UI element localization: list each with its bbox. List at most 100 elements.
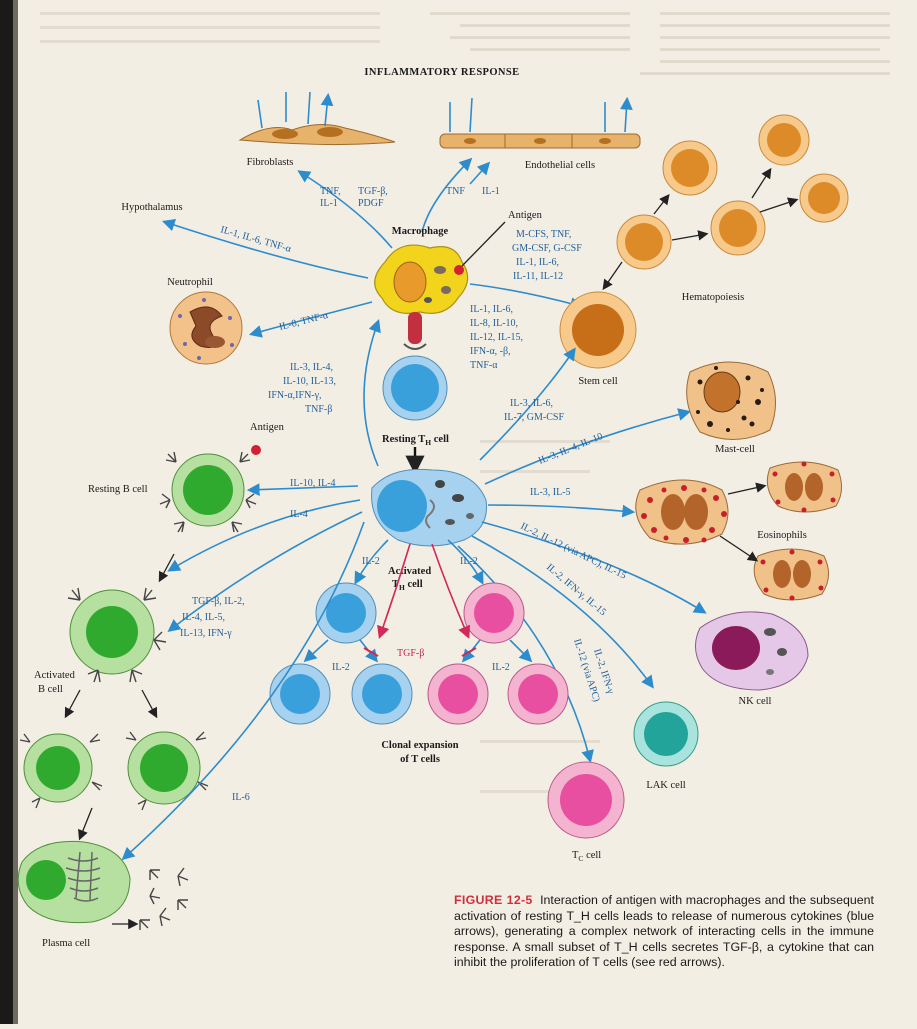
arrow-to-tc	[457, 545, 594, 764]
cytokine-bact-3: IL-13, IFN-γ	[180, 628, 232, 639]
tc-cell-label: TC cell	[572, 850, 601, 863]
cytokine-il11-il12: IL-11, IL-12	[513, 271, 563, 282]
clonal-pink-lower-2	[507, 663, 569, 725]
caption-text: Interaction of antigen with macrophages …	[454, 893, 874, 970]
tgf-block-right	[461, 647, 477, 657]
neutrophil-cell	[169, 291, 243, 365]
arrow-il4	[167, 499, 361, 572]
tgf-arrow-left	[377, 543, 411, 640]
activated-b-label-1: Activated	[34, 670, 76, 681]
cytokine-neutrophil: IL-8, TNF-α	[278, 310, 330, 333]
nk-cell	[695, 611, 809, 691]
stem-cell-label: Stem cell	[578, 376, 617, 387]
hematopoiesis-cells	[602, 114, 849, 291]
cytokine-th-4: TNF-β	[305, 404, 332, 415]
arrow-to-eosinophils	[487, 504, 636, 518]
arrow-to-lak	[471, 535, 654, 689]
bleed-through-text	[40, 12, 890, 793]
cytokine-b-rest: IL-10, IL-4	[290, 478, 336, 489]
cytokine-nk: IL-2, IL-12 (via APC), IL-15	[519, 521, 628, 582]
macrophage-cell	[374, 244, 469, 314]
clonal-label-2: of T cells	[400, 754, 440, 765]
arrow-clonal-1	[303, 639, 329, 663]
cytokine-il1-il6: IL-1, IL-6,	[516, 257, 559, 268]
cytokine-pdgf: PDGF	[358, 198, 384, 209]
b-activation-arrow	[158, 553, 175, 583]
arrow-to-activated-b	[167, 511, 363, 632]
b-div-arrow-1	[64, 689, 81, 719]
cytokine-mcfs: M-CFS, TNF,	[516, 229, 571, 240]
arrow-il2-right	[447, 539, 484, 585]
clonal-pink-lower-1	[427, 663, 489, 725]
clonal-th-upper	[315, 582, 377, 644]
cytokine-il6: IL-6	[232, 792, 250, 803]
arrow-endothelial-2	[469, 161, 491, 185]
activated-b-label-2: B cell	[38, 684, 63, 695]
antigen-pointer-top	[461, 221, 506, 267]
cytokine-tnf-endo: TNF	[446, 186, 465, 197]
cytokine-lak: IL-2, IFN-γ, IL-15	[544, 562, 608, 618]
inflammatory-response-title: INFLAMMATORY RESPONSE	[364, 67, 519, 78]
eosinophil-large	[635, 479, 729, 545]
tgf-arrow-right	[431, 543, 471, 639]
cytokine-stem-1: IL-3, IL-6,	[510, 398, 553, 409]
cytokine-il2-right: IL-2	[460, 556, 478, 567]
arrow-to-nk	[481, 521, 707, 614]
lak-cell	[633, 701, 699, 767]
resting-b-cell	[159, 451, 257, 533]
eosinophils-label: Eosinophils	[757, 530, 807, 541]
arrow-to-fibroblasts	[297, 170, 393, 249]
arrow-il2-left	[354, 539, 389, 585]
activated-b-cell	[67, 587, 167, 683]
figure-label: FIGURE 12-5	[454, 893, 533, 907]
fibroblasts-cells	[238, 92, 396, 146]
stem-cell	[559, 291, 637, 369]
cytokine-th-1: IL-3, IL-4,	[290, 362, 333, 373]
cytokine-mast: IL-3, IL-4, IL-10	[537, 431, 604, 467]
antigen-label-left: Antigen	[250, 422, 285, 433]
arrow-to-hypothalamus	[161, 218, 369, 279]
fibroblasts-label: Fibroblasts	[247, 157, 294, 168]
cytokine-gmcsf: GM-CSF, G-CSF	[512, 243, 582, 254]
eos-arrow-2	[719, 535, 759, 562]
cytokine-eos: IL-3, IL-5	[530, 487, 571, 498]
clonal-pink-upper	[463, 582, 525, 644]
eos-arrow-1	[727, 482, 767, 495]
cytokine-mac-4: IFN-α, -β,	[470, 346, 511, 357]
cytokine-tgfb: TGF-β,	[358, 186, 388, 197]
hematopoiesis-label: Hematopoiesis	[682, 292, 744, 303]
b-progeny-right	[125, 731, 209, 811]
mast-cell	[686, 361, 776, 441]
clonal-th-lower-2	[351, 663, 413, 725]
antigen-label-top: Antigen	[508, 210, 543, 221]
tgf-block-left	[363, 647, 379, 657]
page-shadow	[13, 0, 18, 1024]
plasma-cell-label: Plasma cell	[42, 938, 90, 949]
clonal-th-lower-1	[269, 663, 331, 725]
resting-th-cell	[382, 312, 448, 421]
activated-th-cell	[371, 468, 488, 547]
endothelial-label: Endothelial cells	[525, 160, 595, 171]
cytokine-il2-low-right: IL-2	[492, 662, 510, 673]
endothelial-cells	[439, 98, 641, 149]
cytokine-mac-1: IL-1, IL-6,	[470, 304, 513, 315]
arrow-to-neutrophil	[248, 301, 373, 338]
cytokine-b-il4: IL-4	[290, 509, 308, 520]
cytokine-bact-2: IL-4, IL-5,	[182, 612, 225, 623]
cytokine-mac-3: IL-12, IL-15,	[470, 332, 523, 343]
arrow-clonal-4	[509, 639, 533, 663]
b-progeny-left	[19, 733, 103, 809]
arrow-il6-to-plasma	[121, 521, 365, 861]
cytokine-stem-2: IL-7, GM-CSF	[504, 412, 564, 423]
arrow-to-stem	[479, 347, 576, 461]
resting-b-label: Resting B cell	[88, 484, 148, 495]
arrow-to-stem-cell	[469, 283, 584, 310]
page-binding-edge	[0, 0, 13, 1024]
cytokine-il1-endo: IL-1	[482, 186, 500, 197]
arrow-to-resting-b	[246, 483, 359, 497]
arrow-to-mast	[484, 408, 692, 485]
clonal-label-1: Clonal expansion	[381, 740, 458, 751]
lak-cell-label: LAK cell	[646, 780, 685, 791]
